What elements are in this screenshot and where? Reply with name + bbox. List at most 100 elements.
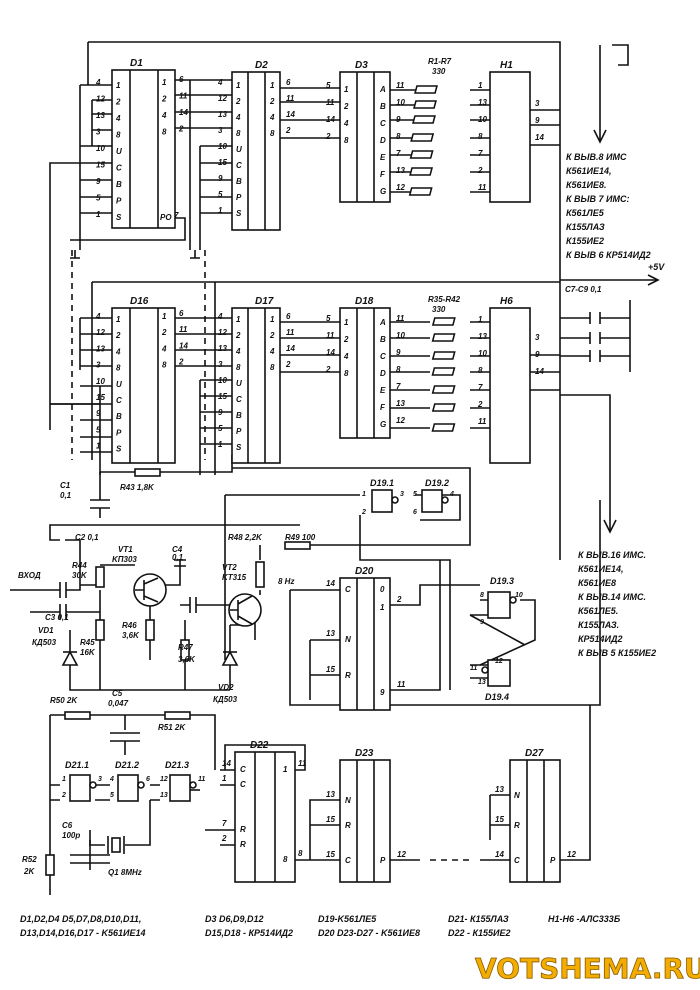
chip-h6-label: H6 [500, 296, 513, 307]
h1-right-number: 14 [535, 133, 544, 142]
d17-pin-number: 13 [218, 344, 227, 353]
svg-text:R: R [345, 671, 351, 680]
svg-text:11: 11 [198, 776, 205, 783]
d17-out-name: 1 [270, 315, 275, 324]
svg-text:К ВЫВ 5 К155ИЕ2: К ВЫВ 5 К155ИЕ2 [578, 648, 656, 658]
d1-pin-number: 9 [96, 177, 101, 186]
svg-text:К561ЛЕ5: К561ЛЕ5 [566, 208, 605, 218]
d16-pin-number: 5 [96, 425, 101, 434]
d17-out-number: 2 [285, 360, 291, 369]
d18-out-number: 7 [396, 382, 401, 391]
d3-out-number: 11 [396, 81, 405, 90]
d17-pin-name: B [236, 411, 242, 420]
svg-text:P: P [380, 856, 386, 865]
h1-pin-number: 11 [478, 183, 487, 192]
d27-pins: N R C P 13 15 14 12 [495, 785, 576, 865]
svg-text:D19-K561ЛЕ5: D19-K561ЛЕ5 [318, 914, 377, 924]
c1-value: 0,1 [60, 491, 72, 500]
d16-pin-number: 9 [96, 409, 101, 418]
svg-text:R: R [240, 840, 246, 849]
chip-d1-label: D1 [130, 58, 143, 69]
gate-d19-1-label: D19.1 [370, 478, 394, 488]
d2-pin-number: 15 [218, 158, 227, 167]
d2-out-name: 4 [269, 113, 275, 122]
d1-pin-number: 1 [96, 210, 101, 219]
input-label: ВХОД [18, 571, 41, 580]
d16-pin-name: B [116, 412, 122, 421]
d17-pin-number: 5 [218, 424, 223, 433]
d17-pin-name: 4 [235, 347, 241, 356]
legend: D1,D2,D4 D5,D7,D8,D10,D11, D13,D14,D16,D… [20, 914, 621, 938]
svg-text:11: 11 [470, 665, 477, 672]
discrete-symbols [59, 312, 601, 854]
d2-out-number: 6 [286, 78, 291, 87]
r44-label: R44 [72, 561, 87, 570]
svg-text:C: C [240, 780, 246, 789]
d1-pin-name: B [116, 180, 122, 189]
d2-pin-number: 10 [218, 142, 227, 151]
svg-text:D21- К155ЛАЗ: D21- К155ЛАЗ [448, 914, 509, 924]
h6-pin-number: 8 [478, 366, 483, 375]
svg-text:15: 15 [326, 815, 335, 824]
chip-d20-label: D20 [355, 566, 374, 577]
d3-out-name: A [379, 85, 386, 94]
r52-label: R52 [22, 855, 37, 864]
crystal-label: Q1 8MHz [108, 868, 142, 877]
d16-out-number: 11 [179, 325, 188, 334]
d17-pin-number: 9 [218, 408, 223, 417]
d22-pins: C C R R 14 1 7 2 1 8 11 8 [221, 759, 307, 864]
d2-out-number: 2 [285, 126, 291, 135]
h1-pin-number: 1 [478, 81, 483, 90]
d17-out-number: 14 [286, 344, 295, 353]
resistor-bodies [45, 85, 456, 876]
r51-label: R51 2K [158, 723, 186, 732]
d17-pin-number: 4 [217, 312, 223, 321]
gate-d19-2-label: D19.2 [425, 478, 449, 488]
d16-out-number: 6 [179, 309, 184, 318]
d3-in-number: 14 [326, 115, 335, 124]
d2-pin-name: S [236, 209, 242, 218]
d3-out-name: C [380, 119, 386, 128]
svg-text:2: 2 [61, 792, 66, 799]
d2-pin-number: 3 [218, 126, 223, 135]
d16-out-number: 2 [178, 358, 184, 367]
svg-text:5: 5 [110, 792, 114, 799]
d17-pin-name: S [236, 443, 242, 452]
d1-pin-name: 1 [116, 81, 121, 90]
watermark-logo: VOTSHEMA.RU [475, 952, 700, 985]
svg-text:К ВЫВ.14 ИМС.: К ВЫВ.14 ИМС. [578, 592, 646, 602]
c2-label: C2 0,1 [75, 533, 99, 542]
d18-out-number: 9 [396, 348, 401, 357]
c5-value: 0,047 [108, 699, 129, 708]
d3-out-name: D [380, 136, 386, 145]
d3-out-number: 10 [396, 98, 405, 107]
svg-text:2: 2 [221, 834, 227, 843]
svg-text:D3 D6,D9,D12: D3 D6,D9,D12 [205, 914, 264, 924]
c4-value: 0,1 [172, 553, 184, 562]
pin-labels: 1248UCBPS412133101595112486111421248UCBP… [95, 75, 544, 454]
chip-d18-label: D18 [355, 296, 374, 307]
svg-text:R: R [514, 821, 520, 830]
svg-text:2: 2 [361, 509, 366, 516]
r43-label: R43 1,8K [120, 483, 155, 492]
d1-out-number: 11 [179, 92, 188, 101]
svg-text:10: 10 [515, 592, 523, 599]
d18-out-name: F [380, 403, 386, 412]
d1-pin-name: S [116, 213, 122, 222]
vt1-type: KП303 [112, 555, 137, 564]
d2-out-name: 2 [269, 97, 275, 106]
svg-text:C: C [345, 585, 351, 594]
svg-text:14: 14 [495, 850, 504, 859]
d1-po-pin: 7 [174, 211, 179, 220]
d18-out-name: E [380, 386, 386, 395]
notes: К ВЫВ.8 ИМС К561ИЕ14, К561ИЕ8. К ВЫВ 7 И… [566, 152, 656, 658]
d1-pin-name: 4 [115, 114, 121, 123]
d17-out-number: 6 [286, 312, 291, 321]
d2-pin-name: 4 [235, 113, 241, 122]
chip-bodies [111, 69, 561, 883]
d1-pin-number: 15 [96, 161, 105, 170]
vt2-label: VT2 [222, 563, 237, 572]
d16-pin-number: 10 [96, 377, 105, 386]
d3-in-name: 2 [343, 102, 349, 111]
svg-text:11: 11 [298, 759, 307, 768]
